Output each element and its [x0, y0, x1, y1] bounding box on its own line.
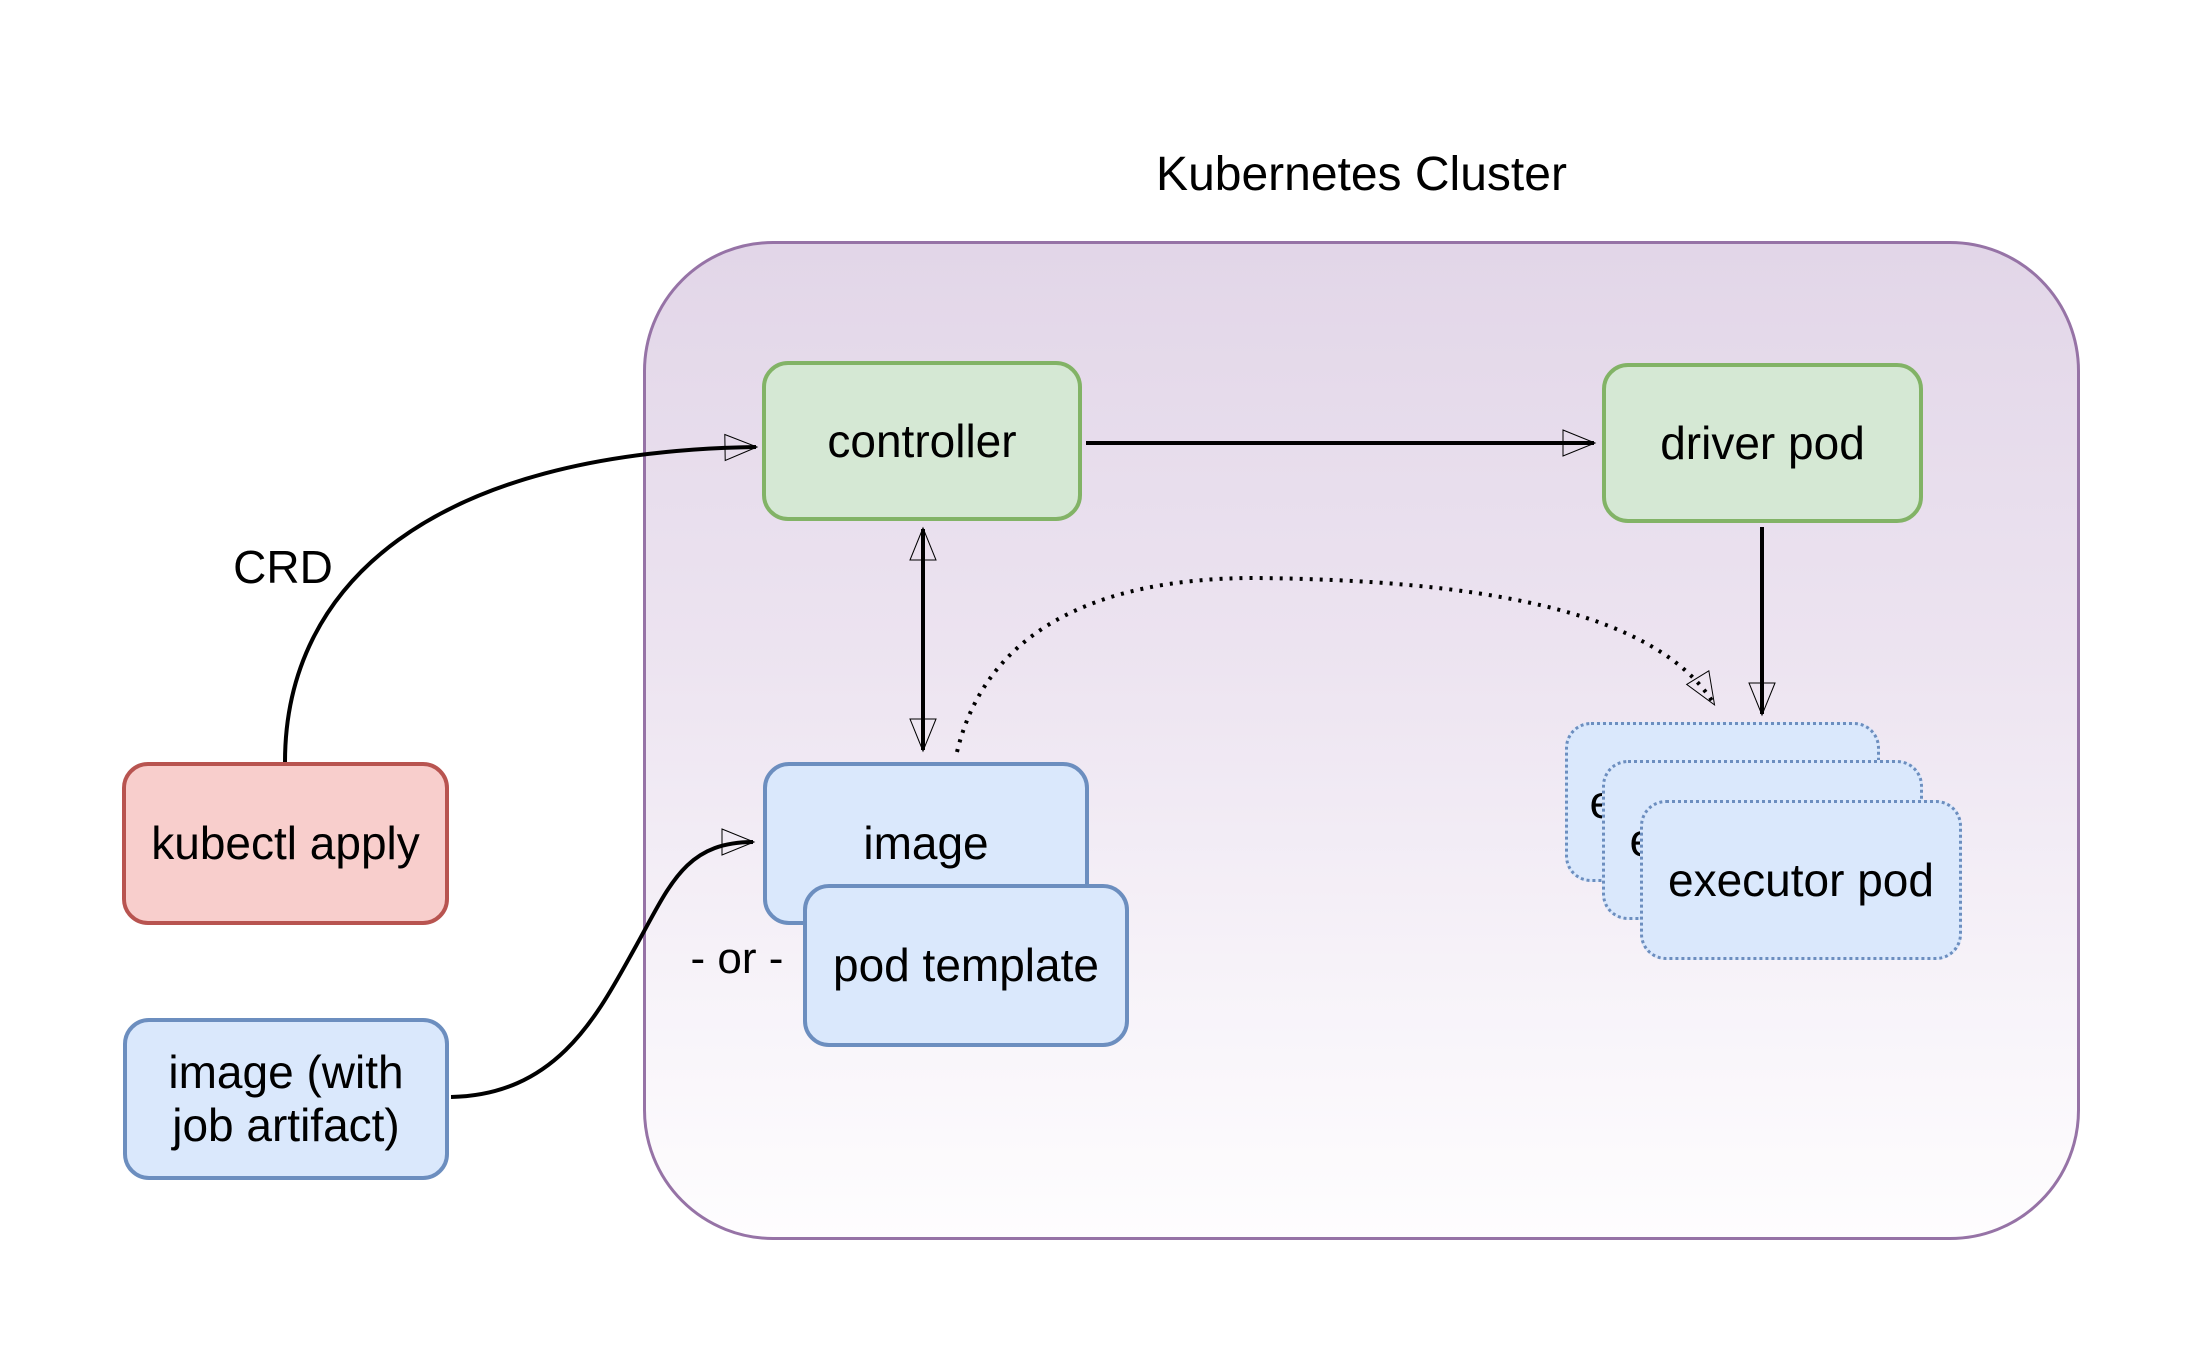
executor-pod-node-front: executor pod: [1640, 800, 1962, 960]
diagram-title: Kubernetes Cluster: [1156, 148, 1567, 201]
image-with-job-artifact-node: image (with job artifact): [123, 1018, 449, 1180]
driver-pod-node: driver pod: [1602, 363, 1923, 523]
crd-edge-label: CRD: [233, 541, 333, 593]
controller-node: controller: [762, 361, 1082, 521]
pod-template-node: pod template: [803, 884, 1129, 1047]
kubectl-apply-node: kubectl apply: [122, 762, 449, 925]
